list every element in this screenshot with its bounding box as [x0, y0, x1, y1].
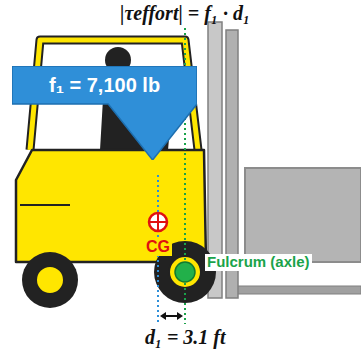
force-value: f₁ = 7,100 lb [49, 74, 160, 96]
torque-formula: |τeffort| = f₁ · d₁ [120, 2, 250, 24]
fulcrum-label: Fulcrum (axle) [205, 254, 312, 271]
cg-label: CG [144, 238, 172, 256]
force-arrow: f₁ = 7,100 lb [12, 66, 197, 160]
distance-label: d₁ = 3.1 ft [145, 326, 226, 348]
